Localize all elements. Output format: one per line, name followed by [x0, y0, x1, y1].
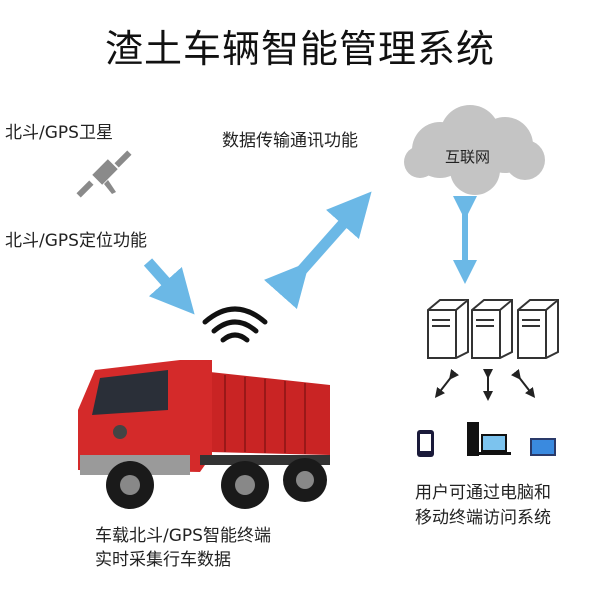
data-transfer-arrow [263, 191, 372, 310]
internet-cloud-icon [404, 105, 545, 195]
satellite-label: 北斗/GPS卫星 [5, 123, 113, 143]
satellite-icon [76, 150, 132, 198]
positioning-label: 北斗/GPS定位功能 [5, 231, 147, 251]
truck-caption-line1: 车载北斗/GPS智能终端 [95, 526, 271, 546]
truck-caption-line2: 实时采集行车数据 [95, 550, 231, 570]
tablet-icon [530, 438, 556, 456]
access-arrows [434, 368, 536, 401]
internet-label: 互联网 [445, 148, 491, 166]
phone-icon [417, 430, 434, 457]
positioning-arrow [143, 258, 195, 315]
computer-icon [467, 422, 511, 456]
page-title: 渣土车辆智能管理系统 [104, 27, 495, 71]
dump-truck-image [78, 360, 330, 509]
access-caption-line1: 用户可通过电脑和 [415, 483, 551, 503]
data-transfer-label: 数据传输通讯功能 [222, 131, 358, 151]
wifi-signal-icon [202, 306, 268, 343]
server-icons [427, 299, 559, 359]
access-caption-line2: 移动终端访问系统 [415, 508, 551, 528]
